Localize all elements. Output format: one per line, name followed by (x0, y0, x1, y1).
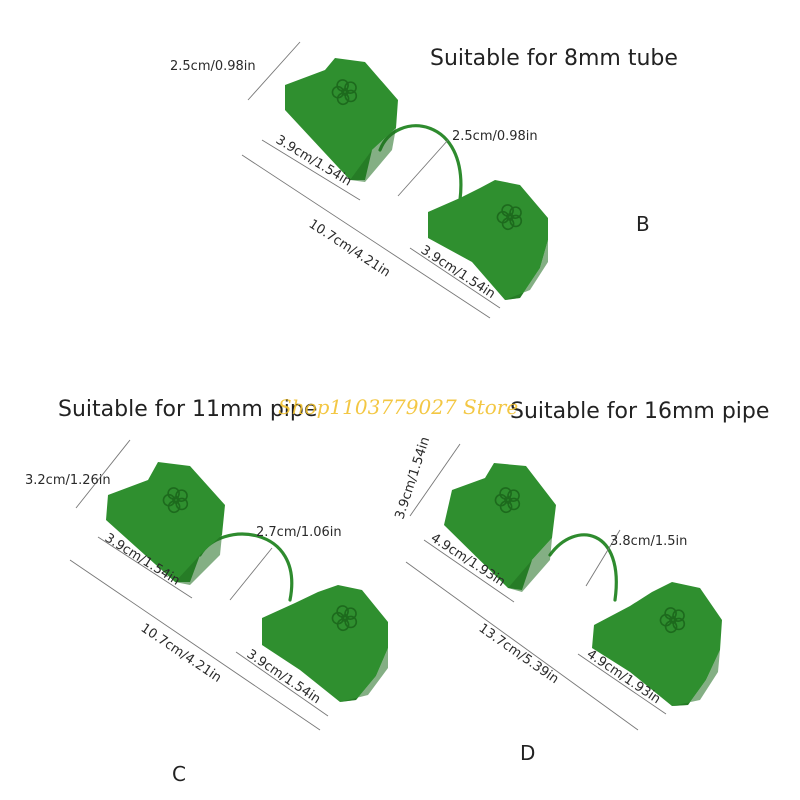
product-c-right-clip (262, 585, 388, 702)
dim-line (577, 653, 667, 715)
product-b-title: Suitable for 8mm tube (430, 46, 678, 71)
product-d-title: Suitable for 16mm pipe (510, 399, 769, 424)
product-d-label: D (520, 741, 535, 765)
product-d-total: 13.7cm/5.39in (476, 621, 562, 687)
dim-line (241, 154, 491, 319)
product-c-label: C (172, 762, 186, 786)
dim-line (69, 559, 321, 731)
dim-line (235, 651, 329, 717)
dim-line (261, 139, 361, 201)
dim-line (409, 247, 501, 309)
product-b-total: 10.7cm/4.21in (306, 217, 393, 281)
product-d-wire (548, 533, 618, 602)
product-b-right-clip (428, 180, 548, 300)
product-c-total: 10.7cm/4.21in (138, 621, 224, 686)
product-c-left-clip (106, 462, 225, 585)
product-d-left-clip (444, 463, 556, 592)
product-b-gap: 2.5cm/0.98in (452, 129, 538, 144)
dim-line (229, 547, 273, 601)
store-watermark: Shop1103779027 Store (278, 395, 518, 419)
product-c-title: Suitable for 11mm pipe (58, 397, 317, 422)
product-d-height: 3.9cm/1.54in (393, 435, 434, 521)
dim-line (423, 539, 515, 603)
dim-line (585, 529, 621, 587)
product-d-gap: 3.8cm/1.5in (610, 534, 687, 549)
dim-line (247, 41, 301, 101)
dim-line (409, 443, 461, 517)
dim-line (97, 536, 193, 599)
product-b-left-clip (285, 58, 398, 182)
product-c-height: 3.2cm/1.26in (25, 473, 111, 488)
dim-line (75, 439, 131, 509)
product-b: Suitable for 8mm tube B 2.5cm/0.98in 3.9… (170, 41, 678, 319)
product-d: Suitable for 16mm pipe D 3.9cm/1.54in 4.… (393, 399, 770, 765)
product-b-height: 2.5cm/0.98in (170, 59, 256, 74)
product-c-gap: 2.7cm/1.06in (256, 525, 342, 540)
dim-line (405, 561, 639, 731)
product-c: Suitable for 11mm pipe C 3.2cm/1.26in 3.… (25, 397, 388, 786)
product-b-label: B (636, 212, 650, 236)
product-d-right-clip (592, 582, 722, 706)
dim-line (397, 139, 449, 197)
